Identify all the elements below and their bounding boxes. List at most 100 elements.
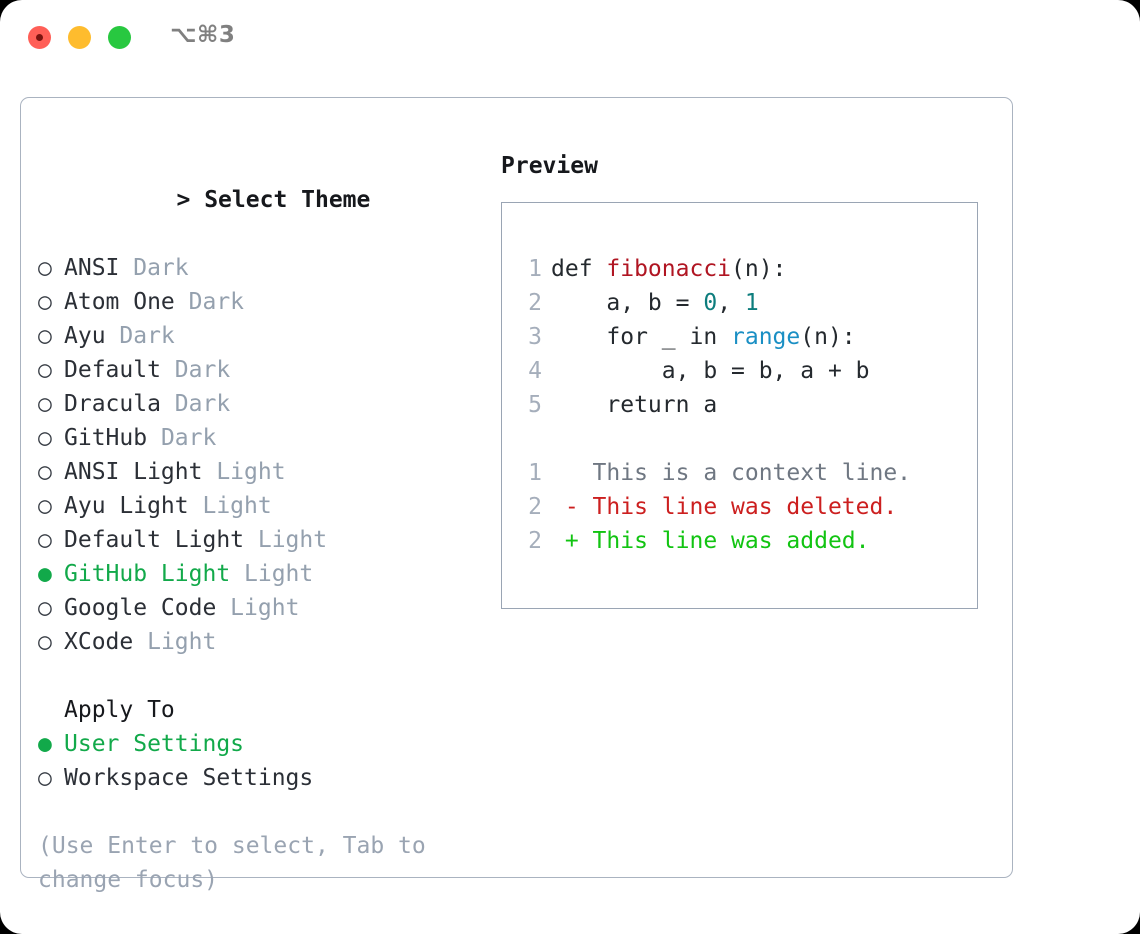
theme-option-xcode[interactable]: ○ XCode Light bbox=[38, 625, 478, 659]
main-panel: > Select Theme ○ANSI Dark○Atom One Dark○… bbox=[20, 97, 1013, 893]
code-line: 5 return a bbox=[516, 388, 870, 422]
apply-to-heading: Apply To bbox=[64, 697, 175, 723]
radio-selected-icon: ● bbox=[38, 731, 52, 757]
prompt-caret-icon: > bbox=[176, 187, 191, 213]
diff-line-text: + This line was added. bbox=[551, 528, 870, 554]
code-token-plain: , bbox=[717, 290, 745, 316]
theme-option-default[interactable]: ○ Default Dark bbox=[38, 353, 478, 387]
apply-to-option-label: Workspace Settings bbox=[64, 765, 314, 791]
apply-to-list: ● User Settings ○Workspace Settings bbox=[38, 727, 478, 795]
theme-option-tag: Light bbox=[244, 527, 328, 553]
theme-option-label: Ayu Light bbox=[64, 493, 189, 519]
close-button[interactable] bbox=[28, 26, 51, 49]
theme-option-tag: Light bbox=[216, 595, 300, 621]
theme-option-ansi[interactable]: ○ ANSI Dark bbox=[38, 251, 478, 285]
line-number: 3 bbox=[528, 324, 542, 350]
preview-heading: Preview bbox=[501, 153, 598, 179]
select-theme-heading: > Select Theme bbox=[38, 149, 478, 251]
code-token-num: 1 bbox=[744, 290, 759, 316]
radio-unselected-icon: ○ bbox=[38, 527, 52, 553]
code-line: 2 a, b = 0, 1 bbox=[516, 286, 870, 320]
line-number: 1 bbox=[528, 256, 542, 282]
theme-option-label: Dracula bbox=[64, 391, 161, 417]
radio-selected-icon: ● bbox=[38, 561, 52, 587]
line-number: 4 bbox=[528, 358, 542, 384]
code-line: 1 def fibonacci(n): bbox=[516, 252, 870, 286]
theme-option-label: Ayu bbox=[64, 323, 106, 349]
code-token-fn: fibonacci bbox=[606, 256, 732, 282]
select-theme-heading-label: Select Theme bbox=[204, 187, 371, 213]
theme-option-tag: Dark bbox=[119, 255, 189, 281]
theme-option-label: XCode bbox=[64, 629, 134, 655]
radio-unselected-icon: ○ bbox=[38, 493, 52, 519]
theme-option-tag: Light bbox=[188, 493, 272, 519]
apply-to-option-label: User Settings bbox=[64, 731, 245, 757]
theme-option-label: Default Light bbox=[64, 527, 245, 553]
radio-unselected-icon: ○ bbox=[38, 595, 52, 621]
theme-option-tag: Light bbox=[133, 629, 217, 655]
maximize-button[interactable] bbox=[108, 26, 131, 49]
keyboard-hint-text: (Use Enter to select, Tab to change focu… bbox=[38, 833, 440, 893]
line-number: 1 bbox=[528, 460, 542, 486]
keyboard-shortcut-label: ⌥⌘3 bbox=[170, 22, 236, 48]
theme-option-tag: Dark bbox=[160, 357, 231, 383]
code-token-plain: return a bbox=[551, 392, 718, 418]
theme-picker-column: > Select Theme ○ANSI Dark○Atom One Dark○… bbox=[38, 149, 478, 897]
radio-unselected-icon: ○ bbox=[38, 459, 52, 485]
theme-option-google-code[interactable]: ○Google Code Light bbox=[38, 591, 478, 625]
diff-sample: 1 This is a context line.2 - This line w… bbox=[516, 456, 911, 558]
apply-to-section: Apply To ● User Settings ○Workspace Settin… bbox=[38, 693, 478, 795]
theme-option-tag: Dark bbox=[174, 289, 245, 315]
code-token-plain: (n): bbox=[731, 256, 787, 282]
theme-option-atom-one[interactable]: ○ Atom One Dark bbox=[38, 285, 478, 319]
theme-option-tag: Dark bbox=[105, 323, 175, 349]
code-token-call: range bbox=[731, 324, 801, 350]
theme-option-tag: Light bbox=[230, 561, 314, 587]
theme-option-label: Default bbox=[64, 357, 161, 383]
apply-to-option-workspace-settings[interactable]: ○Workspace Settings bbox=[38, 761, 478, 795]
code-token-plain: a, b = b, a + b bbox=[551, 358, 870, 384]
theme-option-label: GitHub bbox=[64, 425, 148, 451]
theme-option-ansi-light[interactable]: ○ ANSI Light Light bbox=[38, 455, 478, 489]
radio-unselected-icon: ○ bbox=[38, 629, 52, 655]
line-number: 2 bbox=[528, 528, 542, 554]
line-number: 5 bbox=[528, 392, 542, 418]
apply-to-option-user-settings[interactable]: ● User Settings bbox=[38, 727, 478, 761]
code-token-plain: (n): bbox=[800, 324, 856, 350]
theme-option-github[interactable]: ○ GitHub Dark bbox=[38, 421, 478, 455]
code-token-plain: def bbox=[551, 256, 607, 282]
code-token-num: 0 bbox=[703, 290, 718, 316]
line-number: 2 bbox=[528, 494, 542, 520]
radio-unselected-icon: ○ bbox=[38, 323, 52, 349]
radio-unselected-icon: ○ bbox=[38, 255, 52, 281]
theme-option-ayu-light[interactable]: ○ Ayu Light Light bbox=[38, 489, 478, 523]
title-bar: ⌥⌘3 bbox=[0, 0, 1140, 78]
code-line: 3 for _ in range(n): bbox=[516, 320, 870, 354]
theme-option-dracula[interactable]: ○Dracula Dark bbox=[38, 387, 478, 421]
diff-line-del: 2 - This line was deleted. bbox=[516, 490, 911, 524]
radio-unselected-icon: ○ bbox=[38, 357, 52, 383]
theme-option-tag: Dark bbox=[147, 425, 217, 451]
theme-option-github-light[interactable]: ● GitHub Light Light bbox=[38, 557, 478, 591]
code-line: 4 a, b = b, a + b bbox=[516, 354, 870, 388]
code-token-plain: for _ in bbox=[551, 324, 732, 350]
theme-option-label: ANSI bbox=[64, 255, 120, 281]
theme-option-default-light[interactable]: ○ Default Light Light bbox=[38, 523, 478, 557]
theme-option-tag: Dark bbox=[160, 391, 231, 417]
diff-line-text: This is a context line. bbox=[551, 460, 912, 486]
window-controls bbox=[28, 26, 131, 49]
radio-unselected-icon: ○ bbox=[38, 289, 52, 315]
theme-option-ayu[interactable]: ○ Ayu Dark bbox=[38, 319, 478, 353]
minimize-button[interactable] bbox=[68, 26, 91, 49]
radio-unselected-icon: ○ bbox=[38, 425, 52, 451]
theme-option-label: Atom One bbox=[64, 289, 175, 315]
diff-line-ctx: 1 This is a context line. bbox=[516, 456, 911, 490]
diff-line-text: - This line was deleted. bbox=[551, 494, 898, 520]
theme-option-label: GitHub Light bbox=[64, 561, 231, 587]
theme-option-tag: Light bbox=[202, 459, 286, 485]
theme-option-label: ANSI Light bbox=[64, 459, 203, 485]
code-token-plain: a, b = bbox=[551, 290, 704, 316]
